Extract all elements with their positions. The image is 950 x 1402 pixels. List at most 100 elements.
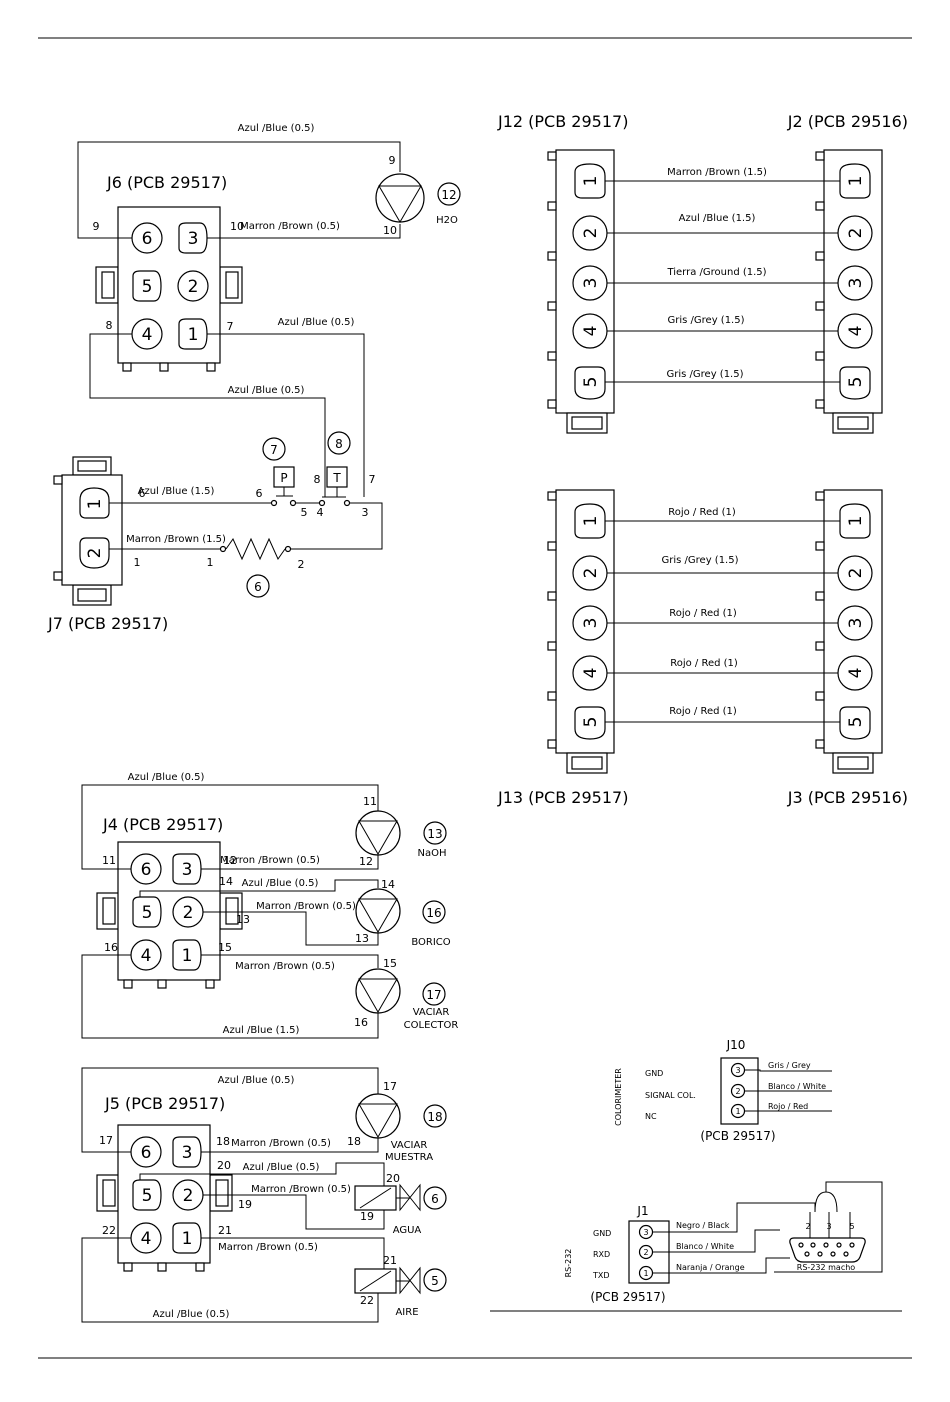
j12-foot	[547, 201, 557, 211]
j12-title: J12 (PCB 29517)	[497, 112, 628, 131]
j10-wire	[745, 1069, 832, 1072]
j7-pin-num: 6	[256, 487, 263, 500]
db9-connector	[789, 1237, 866, 1263]
j7-pin	[79, 537, 110, 569]
j2-pin-label: 4	[846, 326, 866, 337]
ref-5: 5	[431, 1274, 439, 1288]
j6-wire-7	[207, 333, 365, 497]
j5-latch-left-inner	[102, 1179, 116, 1207]
valve-agua-icon	[399, 1183, 421, 1212]
j12-foot	[547, 399, 557, 409]
j6-foot	[122, 362, 132, 372]
pump-naoh	[355, 810, 401, 856]
j4-wire-16	[81, 954, 379, 1039]
j13-pin-label: 4	[581, 668, 601, 679]
j12-wire-label: Tierra /Ground (1.5)	[666, 267, 766, 278]
db9-pin	[823, 1242, 829, 1248]
j6-wire-brown-label: Marron /Brown (0.5)	[240, 221, 340, 232]
j5-pin-num: 21	[383, 1254, 397, 1267]
j7-pin-num: 1	[134, 556, 141, 569]
j7-pin-num: 2	[298, 558, 305, 571]
j13-pin-label: 2	[581, 568, 601, 579]
j7-foot	[53, 571, 63, 581]
j5-wire-17	[81, 1067, 379, 1153]
j5-pin-num: 20	[386, 1172, 400, 1185]
db9-pin	[843, 1251, 849, 1257]
heater-terminal	[284, 545, 292, 553]
pump-triangle-icon	[358, 898, 398, 934]
j6-group: J6 (PCB 29517) 6 3 5 2 4 1 Azul /Blue (0…	[77, 123, 461, 497]
j4-foot	[123, 979, 133, 989]
j4-wire-12	[201, 855, 379, 870]
j5-wire-21	[201, 1237, 385, 1269]
j4-title: J4 (PCB 29517)	[102, 815, 223, 834]
j2-foot	[815, 399, 825, 409]
j10-pin-label: 1	[735, 1107, 740, 1116]
valve-agua-name: AGUA	[393, 1225, 422, 1236]
j6-wire-8	[89, 333, 326, 497]
ref-6: 6	[431, 1192, 439, 1206]
j4-wire-11	[81, 784, 379, 870]
j12-foot	[547, 251, 557, 261]
j6-wire-blue7-label: Azul /Blue (0.5)	[278, 317, 355, 328]
j5-title: J5 (PCB 29517)	[104, 1094, 225, 1113]
j5-wire-21-label: Marron /Brown (0.5)	[218, 1242, 318, 1253]
j10-pin	[730, 1062, 746, 1078]
j1-wire-label: Naranja / Orange	[676, 1263, 745, 1272]
j4-wire-12-label: Marron /Brown (0.5)	[220, 855, 320, 866]
j4-wire-top-label: Azul /Blue (0.5)	[128, 772, 205, 783]
j5-foot	[195, 1262, 205, 1272]
j6-wire-10	[207, 224, 401, 239]
j6-pin-num: 8	[106, 319, 113, 332]
db9-pin	[849, 1242, 855, 1248]
j13-foot	[547, 739, 557, 749]
j2-pin-label: 1	[846, 176, 866, 187]
j5-pin-num: 17	[99, 1134, 113, 1147]
pump-triangle-icon	[358, 1103, 398, 1139]
j4-pin-label: 4	[141, 946, 152, 966]
j6-pin-num: 10	[230, 220, 244, 233]
j3-pin-label: 5	[846, 717, 866, 728]
pump-triangle-icon	[378, 185, 422, 223]
j5-pin-num: 22	[102, 1224, 116, 1237]
j1-sub: (PCB 29517)	[590, 1290, 665, 1304]
j6-pin-label: 4	[142, 325, 153, 345]
j2-foot	[815, 251, 825, 261]
j13-pin-label: 3	[581, 618, 601, 629]
j3-pin-label: 2	[846, 568, 866, 579]
j13-wire-label: Rojo / Red (1)	[669, 706, 737, 717]
j13-pin	[574, 503, 606, 539]
j6-pin-label: 1	[188, 325, 199, 345]
ref-8: 8	[335, 437, 343, 451]
pump-vaciar-muestra	[355, 1093, 401, 1139]
j12-pin-label: 1	[581, 176, 601, 187]
j12-wire-label: Gris /Grey (1.5)	[667, 369, 744, 380]
j10-pin	[730, 1083, 746, 1099]
j12-pin-label: 3	[581, 278, 601, 289]
j13-foot	[547, 541, 557, 551]
j1-wire-rxd	[653, 1229, 780, 1253]
ref-circle	[423, 1104, 447, 1128]
j4-pin-num: 15	[218, 941, 232, 954]
j5-wire-18	[201, 1138, 379, 1153]
pump-vaciar-colector-name: COLECTOR	[404, 1020, 459, 1031]
j5-foot	[123, 1262, 133, 1272]
thermostat-box	[326, 466, 348, 488]
j7-group: 1 2 Azul /Blue (1.5) 6 6 P 7 5 T 8 4 8 7…	[47, 431, 383, 633]
j4-pin-num: 14	[381, 878, 395, 891]
j4-group: J4 (PCB 29517) 6 3 5 2 4 1 Azul /Blue (0…	[81, 772, 459, 1039]
j7-pin	[79, 487, 110, 519]
j13-j3-group: 1 1 Rojo / Red (1) 2 2 Gris /Grey (1.5) …	[497, 489, 908, 807]
j13-title: J13 (PCB 29517)	[497, 788, 628, 807]
j13-wire-label: Gris /Grey (1.5)	[662, 555, 739, 566]
db9-pin	[830, 1251, 836, 1257]
j1-title: J1	[636, 1204, 648, 1218]
switch-pin-num: 3	[362, 506, 369, 519]
j4-pin-label: 2	[183, 903, 194, 923]
j4-wire-15-label: Marron /Brown (0.5)	[235, 961, 335, 972]
j5-pin-label: 5	[142, 1186, 153, 1206]
j6-pin-label: 5	[142, 277, 153, 297]
pressure-switch-box	[273, 466, 295, 488]
j2-pin	[839, 163, 871, 199]
j4-pin	[132, 896, 162, 928]
